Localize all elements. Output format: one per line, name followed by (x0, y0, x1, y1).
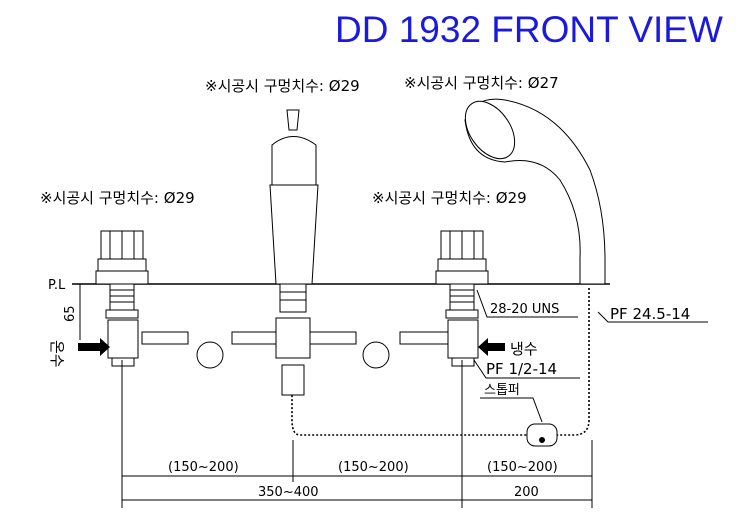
total-span-dim: 350~400 (258, 485, 319, 500)
left-center-hose (231, 331, 277, 345)
left-valve (95, 230, 149, 367)
left-spacing-dim: (150~200) (168, 460, 239, 475)
uns-thread-label: 28-20 UNS (490, 302, 559, 317)
right-check-valve (362, 341, 390, 369)
drawing-title: DD 1932 FRONT VIEW (335, 9, 723, 50)
uns-leader (476, 289, 578, 318)
left-valve-hole-note: ※시공시 구멍치수: Ø29 (40, 189, 195, 207)
stopper-label: 스톱퍼 (484, 383, 520, 398)
right-valve (435, 230, 489, 367)
spout-hole-note: ※시공시 구멍치수: Ø29 (205, 77, 360, 95)
right-spacing-dim: (150~200) (338, 460, 409, 475)
shower-hose (291, 288, 590, 436)
handshower-hole-note: ※시공시 구멍치수: Ø27 (404, 74, 559, 92)
height-65-label: 65 (63, 305, 78, 322)
stopper-knob (539, 437, 545, 443)
hot-inlet-arrow-icon (78, 338, 110, 356)
inlet-thread-leader (473, 359, 580, 379)
spout (269, 109, 319, 396)
left-hose (141, 331, 189, 345)
stopper-leader (480, 397, 543, 423)
stopper (526, 423, 558, 447)
right-valve-hole-note: ※시공시 구멍치수: Ø29 (372, 189, 527, 207)
right-center-hose (309, 331, 357, 345)
right-hose (399, 331, 449, 345)
left-check-valve (196, 341, 224, 369)
hose-thread-label: PF 24.5-14 (610, 305, 690, 323)
hot-water-label: 온수 (48, 340, 66, 368)
shower-spacing-dim: (150~200) (487, 460, 558, 475)
hand-shower (464, 98, 606, 285)
cold-inlet-arrow-icon (478, 338, 505, 356)
inlet-thread-label: PF 1/2-14 (486, 360, 557, 378)
hose-thread-leader (597, 311, 708, 323)
cold-water-label: 냉수 (510, 340, 538, 358)
pl-label: P.L (48, 278, 66, 293)
shower-offset-dim: 200 (514, 485, 539, 500)
